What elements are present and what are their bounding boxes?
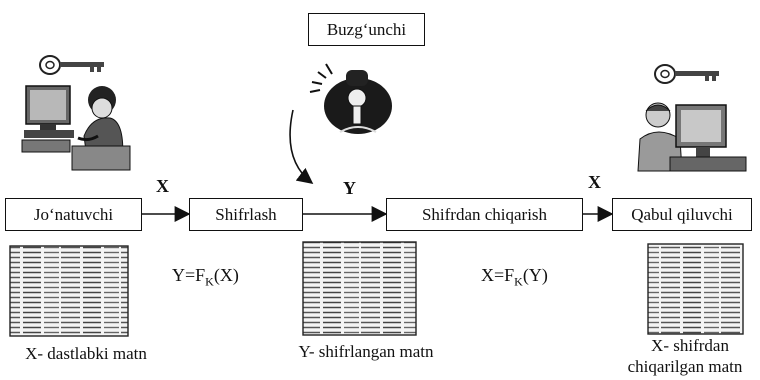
arrow-label-y: Y — [343, 178, 356, 199]
encryption-formula: Y=FK(X) — [172, 265, 239, 290]
key-icon — [655, 65, 719, 83]
decrypted-document-icon — [648, 244, 743, 334]
key-icon — [40, 56, 104, 74]
plaintext-caption: X- dastlabki matn — [6, 344, 166, 364]
decryption-formula: X=FK(Y) — [481, 265, 548, 290]
ciphertext-document-icon — [303, 242, 416, 335]
receiver-computer-user-icon — [638, 103, 746, 171]
attacker-intercept-arrow — [290, 110, 312, 183]
attacker-bomb-icon — [310, 64, 392, 134]
encrypt-box: Shifrlash — [189, 198, 303, 231]
decrypted-caption-line2: chiqarilgan matn — [610, 357, 760, 377]
arrow-label-x: X — [156, 176, 169, 197]
attacker-box: Buzg‘unchi — [308, 13, 425, 46]
sender-computer-user-icon — [22, 86, 130, 170]
receiver-box: Qabul qiluvchi — [612, 198, 752, 231]
decrypt-box: Shifrdan chiqarish — [386, 198, 583, 231]
plaintext-document-icon — [10, 246, 128, 336]
decrypted-caption-line1: X- shifrdan — [620, 336, 760, 356]
sender-box: Jo‘natuvchi — [5, 198, 142, 231]
arrow-label-x-receiver: X — [588, 172, 601, 193]
ciphertext-caption: Y- shifrlangan matn — [276, 342, 456, 362]
